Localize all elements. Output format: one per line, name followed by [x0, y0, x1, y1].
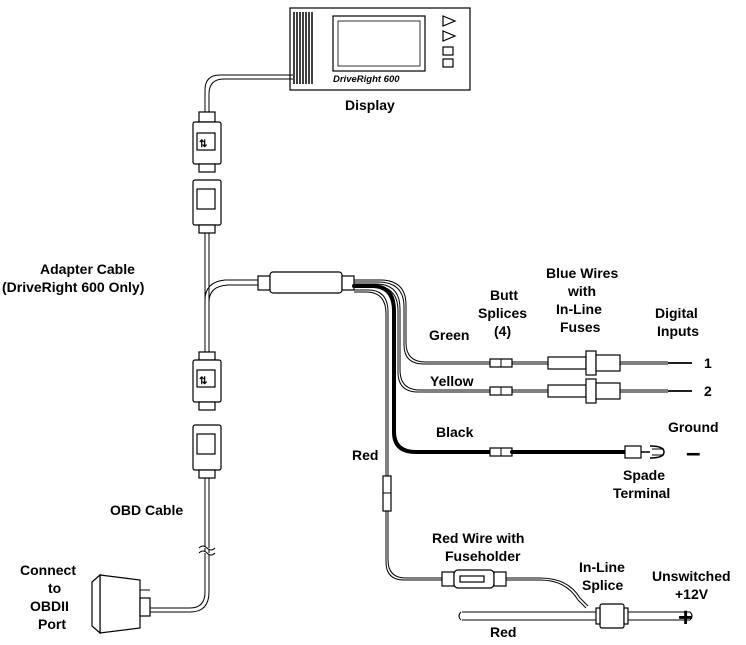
red-label-mid: Red — [352, 447, 378, 463]
unswitched-label-1: Unswitched — [652, 568, 731, 584]
butt-splices-label-3: (4) — [494, 323, 511, 339]
black-wire — [352, 284, 492, 454]
obd-cable-label: OBD Cable — [110, 502, 183, 518]
blue-wires-label-1: Blue Wires — [546, 265, 618, 281]
yellow-label: Yellow — [430, 373, 474, 389]
display-brand-text: DriveRight 600 — [333, 74, 400, 85]
display-up-button — [442, 15, 457, 27]
display-unit: DriveRight 600 — [289, 7, 471, 91]
adapter-branch-cable — [204, 279, 258, 352]
adapter-cable-label-2: (DriveRight 600 Only) — [2, 279, 144, 295]
input-2-label: 2 — [704, 383, 712, 399]
red-label-bottom: Red — [490, 624, 516, 640]
inline-splice-label-2: Splice — [582, 577, 623, 593]
display-button-a — [442, 46, 454, 56]
green-wire — [354, 279, 490, 363]
adapter-junction — [257, 271, 355, 294]
yellow-wire — [354, 283, 490, 391]
spade-terminal-label-2: Terminal — [613, 485, 670, 501]
digital-inputs-label-1: Digital — [655, 305, 698, 321]
display-label: Display — [345, 97, 395, 113]
spade-terminal-label-1: Spade — [623, 467, 665, 483]
minus-sign: – — [686, 437, 700, 467]
display-heatsink-fins — [293, 12, 313, 84]
display-button-b — [442, 58, 454, 68]
connect-label-2: to — [48, 580, 61, 596]
obdii-connector — [91, 573, 151, 635]
connector-adapter-top — [192, 179, 222, 234]
blue-wires-label-4: Fuses — [560, 319, 601, 335]
spade-terminal — [624, 445, 665, 459]
red-wire — [354, 289, 389, 476]
black-label: Black — [436, 424, 474, 440]
connect-label-4: Port — [38, 616, 66, 632]
connect-label-1: Connect — [20, 562, 76, 578]
obd-cable — [140, 478, 206, 609]
connector-display-end: ⇅ — [192, 111, 222, 173]
butt-splices-label-1: Butt — [490, 287, 518, 303]
adapter-cable-label-1: Adapter Cable — [40, 261, 135, 277]
red-fuseholder — [441, 569, 589, 609]
inline-fuse-2 — [547, 378, 668, 404]
inline-splice — [595, 603, 629, 629]
svg-text:⇅: ⇅ — [199, 376, 208, 387]
inline-splice-label-1: In-Line — [579, 559, 625, 575]
connector-obd-top — [192, 424, 222, 479]
display-cable — [204, 74, 293, 112]
display-screen — [332, 15, 426, 72]
svg-text:⇅: ⇅ — [199, 139, 208, 150]
plus-sign: + — [678, 602, 693, 632]
unswitched-label-2: +12V — [675, 586, 709, 602]
red-wire-fuseholder-label-1: Red Wire with — [432, 530, 524, 546]
red-wire-fuseholder-label-2: Fuseholder — [445, 548, 521, 564]
connector-adapter-bottom: ⇅ — [192, 351, 222, 411]
ground-label: Ground — [668, 419, 719, 435]
blue-wires-label-2: with — [567, 283, 596, 299]
green-label: Green — [429, 327, 469, 343]
display-down-button — [442, 30, 457, 42]
butt-splices-label-2: Splices — [478, 305, 527, 321]
blue-wires-label-3: In-Line — [556, 301, 602, 317]
input-1-label: 1 — [704, 355, 712, 371]
connect-label-3: OBDII — [30, 598, 69, 614]
digital-inputs-label-2: Inputs — [657, 323, 699, 339]
inline-fuse-1 — [547, 350, 668, 376]
